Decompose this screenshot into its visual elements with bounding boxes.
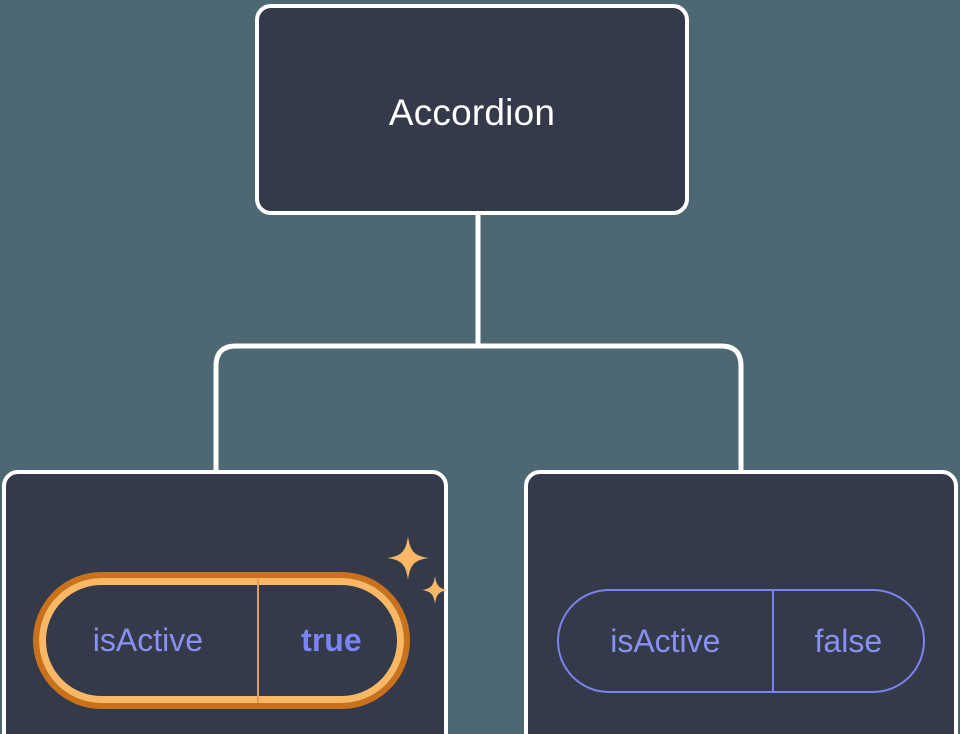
prop-value-label: true xyxy=(256,578,404,703)
prop-value-label: false xyxy=(771,591,923,691)
prop-key-label: isActive xyxy=(610,622,721,659)
prop-key-label: isActive xyxy=(92,622,204,658)
prop-pill-isactive-false[interactable]: isActive false xyxy=(557,589,925,693)
tree-node-accordion[interactable]: Accordion xyxy=(255,4,689,215)
node-title-accordion: Accordion xyxy=(388,92,556,133)
prop-pill-isactive-true[interactable]: isActive true xyxy=(33,572,410,709)
edge-branch-bar xyxy=(213,343,744,470)
